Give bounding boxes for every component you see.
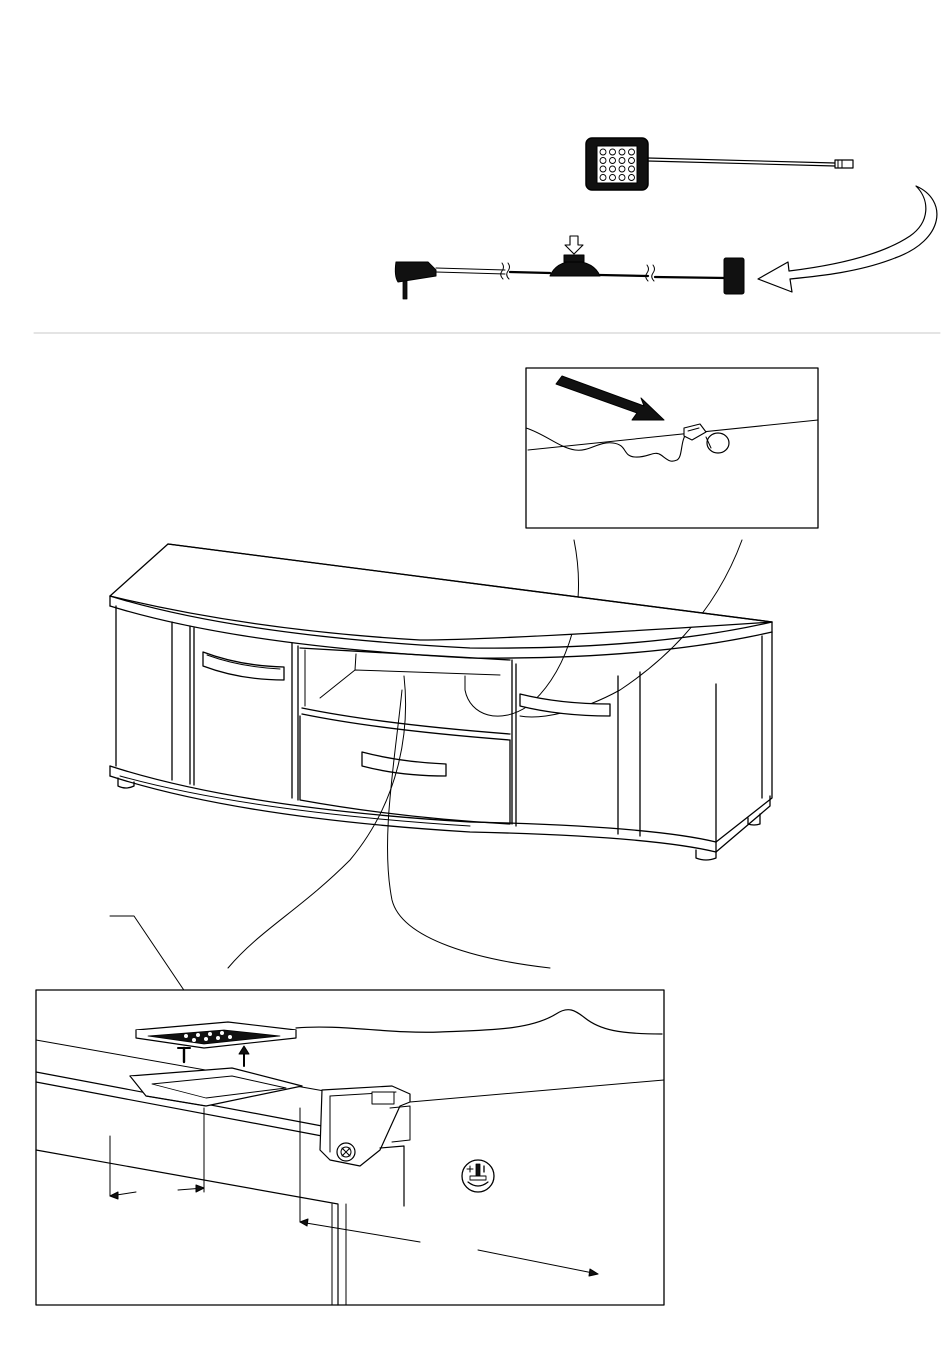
junction-box-icon [724,258,744,294]
power-cable [395,236,744,299]
led-dot [600,175,606,181]
led-dot [610,166,616,172]
led-dot [629,166,635,172]
leader-line [228,676,406,968]
screw-symbol-icon [462,1160,494,1192]
led-dot [619,175,625,181]
leader-line [387,690,550,968]
kit-components [395,138,937,299]
led-dot [629,158,635,164]
led-dot [619,158,625,164]
led-mounting-detail-icon [36,990,664,1305]
led-dot [600,166,606,172]
led-dot [629,175,635,181]
led-dot [619,149,625,155]
curved-arrow-icon [758,186,937,292]
led-dot [600,149,606,155]
led-dot [629,149,635,155]
led-dot [619,166,625,172]
led-dot [610,175,616,181]
led-square-panel-icon [586,138,853,190]
tv-cabinet-icon [110,544,772,860]
led-dot [610,158,616,164]
inline-switch-icon [550,236,600,276]
cable-routing-detail-icon [526,368,818,528]
plug-adapter-icon [395,262,436,299]
led-dot [600,158,606,164]
led-dot [610,149,616,155]
